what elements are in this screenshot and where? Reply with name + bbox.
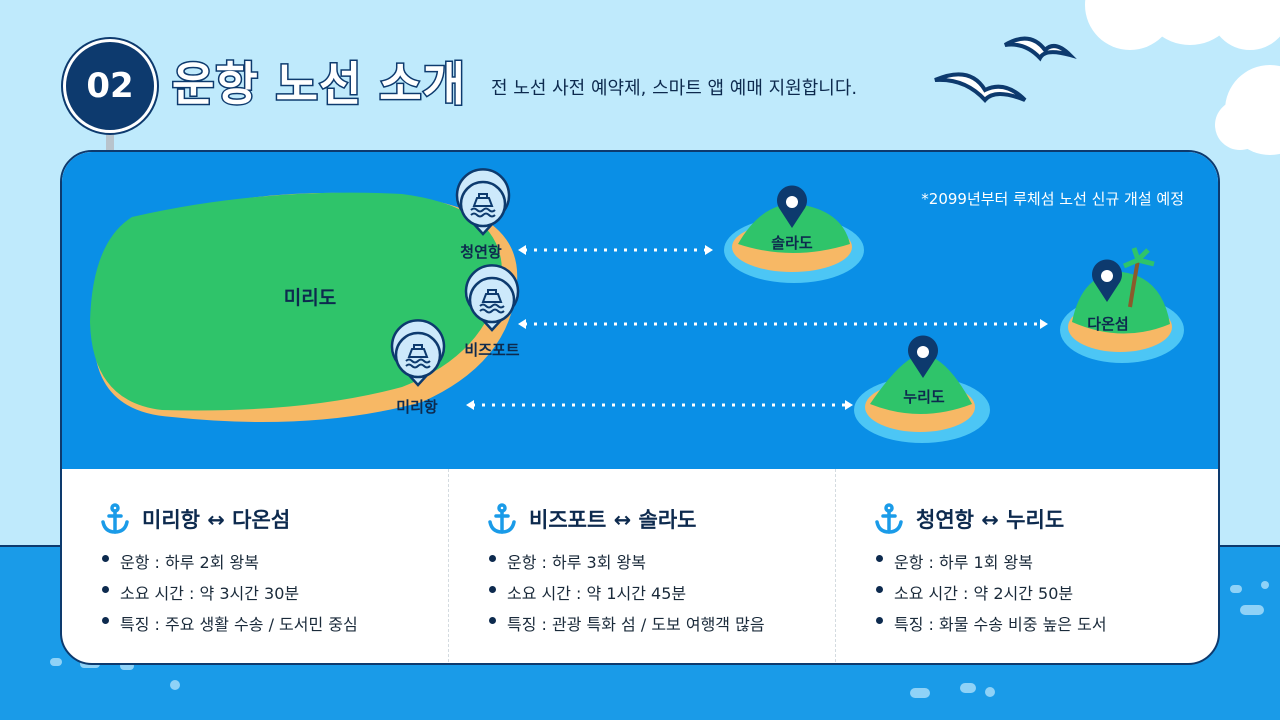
anchor-icon — [101, 503, 129, 534]
island-label: 솔라도 — [771, 234, 813, 252]
badge-pole — [106, 133, 114, 153]
route-title: 미리항 ↔ 다온섬 — [142, 508, 291, 532]
section-number-badge: 02 — [63, 39, 157, 133]
route-detail: 운항 : 하루 3회 왕복 — [487, 549, 835, 573]
route-title: 청연항 ↔ 누리도 — [916, 508, 1065, 532]
anchor-icon — [875, 503, 903, 534]
route-card: *2099년부터 루체섬 노선 신규 개설 예정 미리도 청연항 비즈포트 미리… — [60, 150, 1220, 665]
route-detail: 특징 : 관광 특화 섬 / 도보 여행객 많음 — [487, 611, 835, 635]
route-detail: 특징 : 주요 생활 수송 / 도서민 중심 — [100, 611, 448, 635]
map-note: *2099년부터 루체섬 노선 신규 개설 예정 — [921, 190, 1184, 208]
port-label: 미리항 — [396, 398, 438, 416]
anchor-icon — [488, 503, 516, 534]
port-label: 비즈포트 — [464, 341, 519, 359]
island-label: 다온섬 — [1087, 315, 1128, 333]
route-detail: 운항 : 하루 2회 왕복 — [100, 549, 448, 573]
cloud-icon — [1085, 0, 1280, 155]
route-detail: 특징 : 화물 수송 비중 높은 도서 — [874, 611, 1218, 635]
route-title: 비즈포트 ↔ 솔라도 — [529, 508, 697, 532]
island-nurido — [854, 354, 990, 443]
island-daonseom — [1060, 247, 1184, 363]
page-title: 운항 노선 소개 — [171, 56, 467, 113]
route-detail: 소요 시간 : 약 1시간 45분 — [487, 580, 835, 604]
port-label: 청연항 — [460, 243, 502, 261]
route-map: *2099년부터 루체섬 노선 신규 개설 예정 미리도 청연항 비즈포트 미리… — [62, 152, 1218, 469]
route-detail: 소요 시간 : 약 3시간 30분 — [100, 580, 448, 604]
route-detail: 소요 시간 : 약 2시간 50분 — [874, 580, 1218, 604]
page-subtitle: 전 노선 사전 예약제, 스마트 앱 예매 지원합니다. — [491, 78, 858, 99]
seagull-icon — [934, 36, 1077, 104]
main-island-label: 미리도 — [284, 287, 336, 309]
route-detail: 운항 : 하루 1회 왕복 — [874, 549, 1218, 573]
island-solado — [724, 203, 864, 283]
island-label: 누리도 — [903, 388, 945, 406]
route-lines — [472, 248, 1042, 407]
